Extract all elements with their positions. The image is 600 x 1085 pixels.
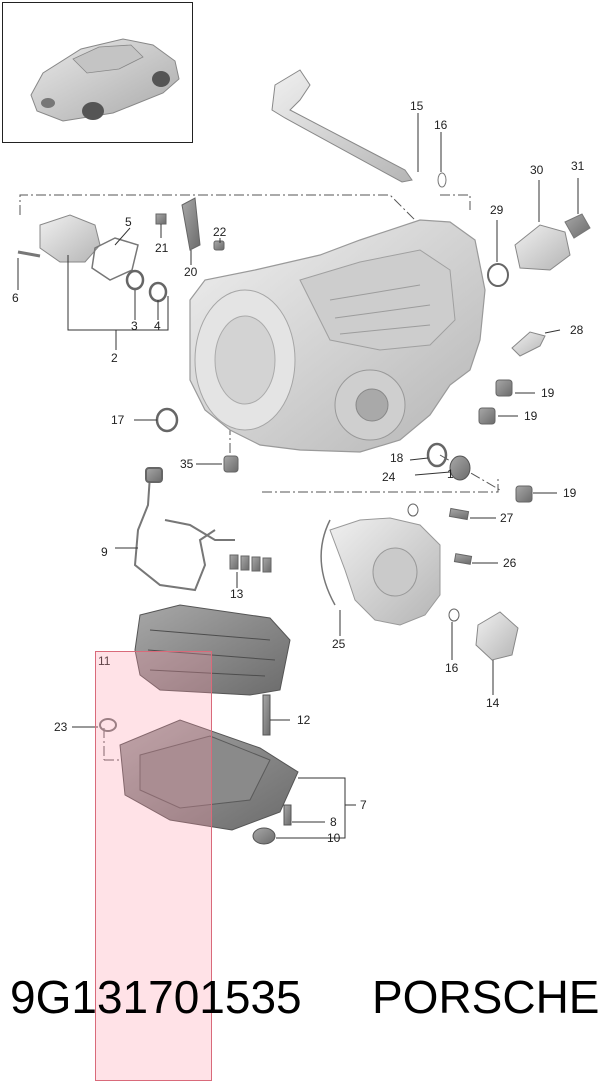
callout-19-a: 19: [541, 386, 555, 400]
callout-30: 30: [530, 163, 544, 177]
seals: [155, 407, 471, 481]
clutch-slave-parts: [17, 197, 225, 303]
callout-35: 35: [180, 457, 194, 471]
callout-5: 5: [125, 215, 132, 229]
highlighted-part-box: [95, 651, 212, 1081]
callout-24: 24: [382, 470, 396, 484]
callout-18: 18: [390, 451, 404, 465]
callout-10: 10: [327, 831, 341, 845]
callout-4: 4: [154, 319, 161, 333]
car-icon: [30, 38, 180, 122]
callout-16-top: 16: [434, 118, 448, 132]
oil-pan: [99, 694, 299, 845]
callout-26: 26: [503, 556, 517, 570]
callout-15: 15: [410, 99, 424, 113]
callout-9: 9: [101, 545, 108, 559]
callout-13: 13: [230, 587, 244, 601]
callout-21: 21: [155, 241, 169, 255]
callout-2: 2: [111, 351, 118, 365]
wiring-harness: [133, 467, 272, 592]
callout-20: 20: [184, 265, 198, 279]
callout-labels: 1 2 3 4 6 5 7 8 9 10 11 12 13 14 15 16 1…: [12, 99, 585, 845]
callout-28: 28: [570, 323, 584, 337]
callout-16-bottom: 16: [445, 661, 459, 675]
callout-11: 11: [98, 654, 111, 668]
callout-19-c: 19: [563, 486, 577, 500]
callout-7: 7: [360, 798, 367, 812]
side-cover: [320, 503, 519, 661]
parts-drawing: 1 2 3 4 6 5 7 8 9 10 11 12 13 14 15 16 1…: [12, 69, 591, 845]
vehicle-thumbnail: [2, 2, 193, 143]
callout-23: 23: [54, 720, 68, 734]
callout-8: 8: [330, 815, 337, 829]
brand-label: PORSCHE: [372, 971, 600, 1023]
transmission-housing: [189, 219, 486, 453]
callout-22: 22: [213, 225, 227, 239]
drive-shaft: [271, 69, 447, 188]
callout-29: 29: [490, 203, 504, 217]
leader-lines: [17, 113, 579, 839]
part-number-label: 9G131701535: [10, 971, 302, 1023]
callout-31: 31: [571, 159, 585, 173]
callout-12: 12: [297, 713, 311, 727]
callout-3: 3: [131, 319, 138, 333]
callout-25: 25: [332, 637, 346, 651]
callout-1: 1: [447, 467, 454, 481]
callout-19-b: 19: [524, 409, 538, 423]
callout-27: 27: [500, 511, 514, 525]
sensor-and-plugs: [223, 331, 546, 503]
callout-14: 14: [486, 696, 500, 710]
callout-6: 6: [12, 291, 19, 305]
callout-17: 17: [111, 413, 125, 427]
output-flange: [487, 213, 591, 287]
